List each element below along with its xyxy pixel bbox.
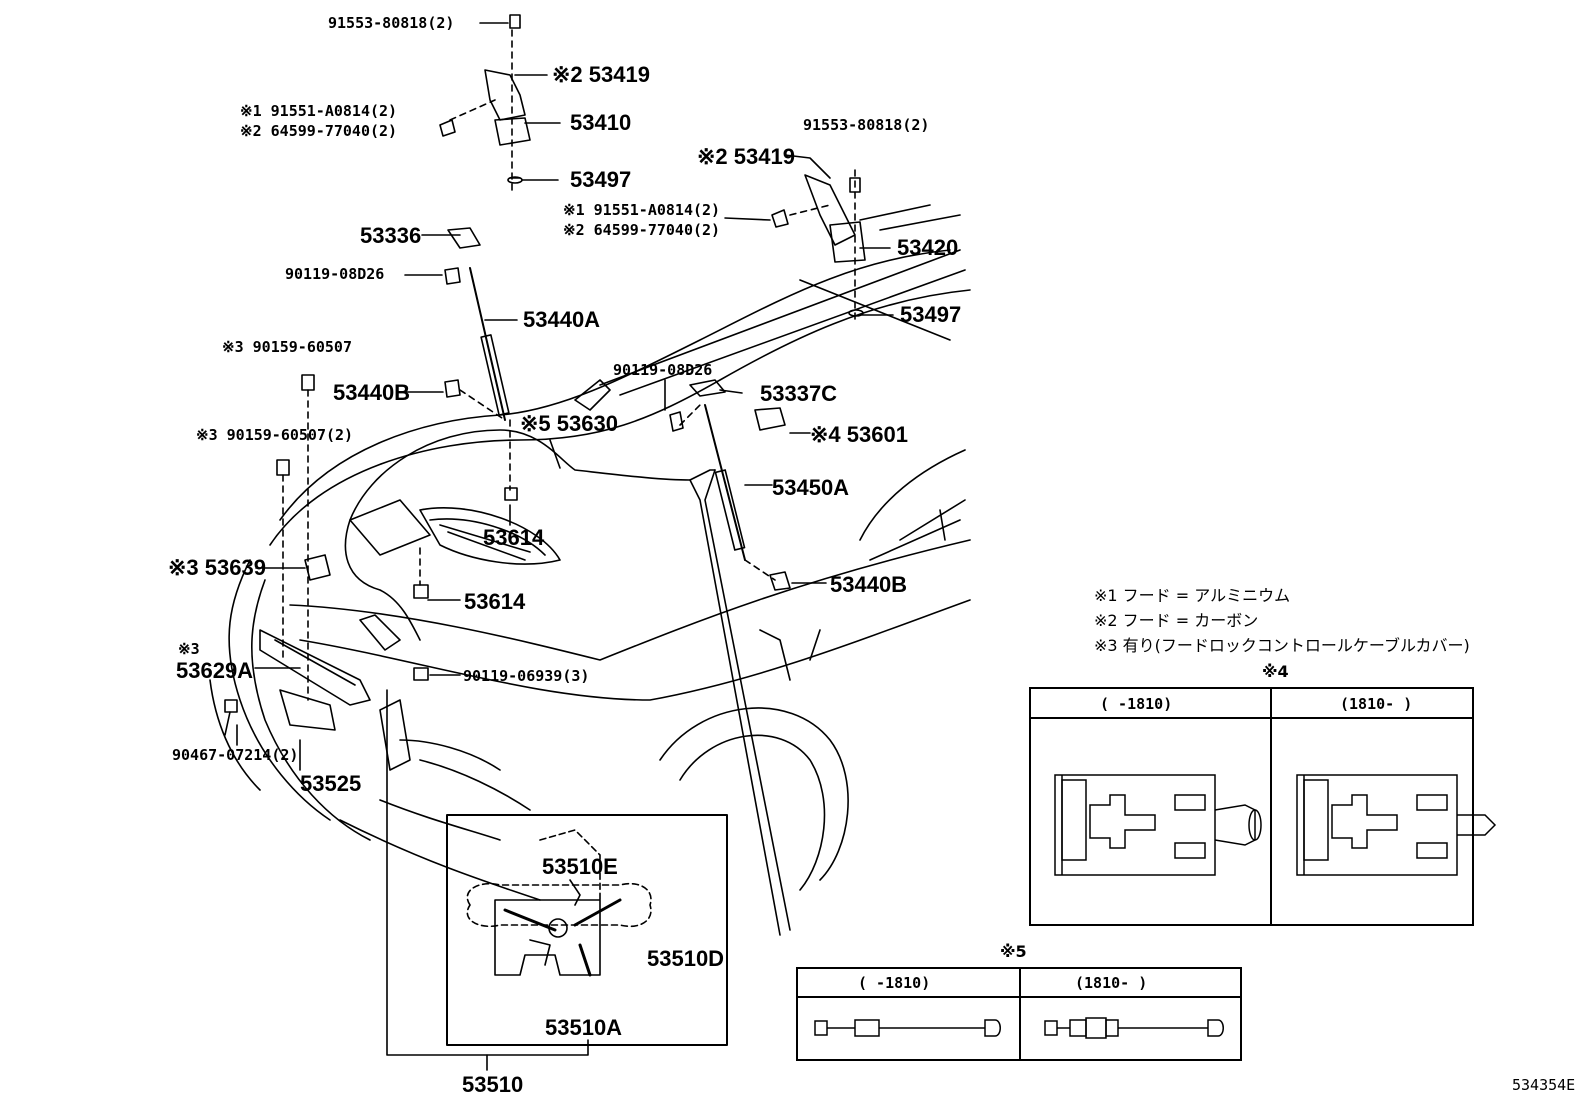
hood-lock-cable <box>344 429 691 641</box>
note-carbon: ※2 フード = カーボン <box>1094 611 1259 630</box>
callout-90467-07214: 90467-07214(2) <box>172 746 299 764</box>
latch-detail-box <box>446 814 728 1046</box>
callout-91553-80818: 91553-80818(2) <box>328 14 455 32</box>
bracket-53510 <box>386 689 589 1071</box>
callout-53420: 53420 <box>897 235 959 260</box>
callout-53629a: 53629A <box>176 658 254 683</box>
hood-hinge-left <box>439 14 531 191</box>
cable-new <box>1044 1017 1224 1039</box>
callout-53336: 53336 <box>360 223 422 248</box>
callout-53419-right: ※2 53419 <box>697 144 795 169</box>
callout-53601: ※4 53601 <box>810 422 908 447</box>
callout-53510e: 53510E <box>542 854 618 879</box>
callout-53510a: 53510A <box>545 1015 623 1040</box>
gas-strut-right <box>669 379 791 591</box>
callout-64599-77040-right: ※2 64599-77040(2) <box>563 221 721 239</box>
callout-91553-80818-right: 91553-80818(2) <box>803 116 930 134</box>
callout-53525: 53525 <box>300 771 362 796</box>
callout-53510: 53510 <box>462 1072 524 1097</box>
connector-new <box>1296 774 1497 876</box>
callout-53510d: 53510D <box>647 946 725 971</box>
callout-90119-08d26: 90119-08D26 <box>285 265 385 283</box>
callout-90159-60507: ※3 90159-60507 <box>222 338 352 356</box>
callout-53337c: 53337C <box>760 381 838 406</box>
table-4-col1: ( -1810) <box>1100 695 1173 713</box>
callout-53440b-right: 53440B <box>830 572 908 597</box>
hood-hinge-right <box>771 169 866 321</box>
callout-90119-08d26-right: 90119-08D26 <box>613 361 713 379</box>
callout-53419: ※2 53419 <box>552 62 650 87</box>
cable-old <box>814 1019 1001 1037</box>
table-4-col2: (1810- ) <box>1340 695 1413 713</box>
note-aluminum: ※1 フード = アルミニウム <box>1094 586 1291 605</box>
table-5 <box>796 967 1242 1061</box>
table-5-col2: (1810- ) <box>1075 974 1148 992</box>
callout-53614-lower: 53614 <box>464 589 526 614</box>
gas-strut-left <box>444 227 518 501</box>
hood-latch-detail <box>466 829 652 977</box>
callout-64599-77040: ※2 64599-77040(2) <box>240 122 398 140</box>
callout-90159-60507-2: ※3 90159-60507(2) <box>196 426 354 444</box>
callout-53630: ※5 53630 <box>520 411 618 436</box>
callout-53614-upper: 53614 <box>483 525 545 550</box>
callout-53410: 53410 <box>570 110 632 135</box>
car-body-outline <box>209 204 971 901</box>
table-5-col1: ( -1810) <box>858 974 931 992</box>
latch-arrow <box>689 469 791 936</box>
table-5-title: ※5 <box>1000 942 1027 961</box>
table-4-title: ※4 <box>1262 662 1289 681</box>
leader-lines <box>236 22 894 771</box>
callout-53440a: 53440A <box>523 307 601 332</box>
callout-53497: 53497 <box>570 167 632 192</box>
callout-91551-a0814-right: ※1 91551-A0814(2) <box>563 201 721 219</box>
note-cable-cover: ※3 有り(フードロックコントロールケーブルカバー) <box>1094 636 1470 655</box>
callout-53450a: 53450A <box>772 475 850 500</box>
callout-91551-a0814: ※1 91551-A0814(2) <box>240 102 398 120</box>
diagram-id: 534354E <box>1512 1076 1576 1094</box>
callout-90119-06939: 90119-06939(3) <box>463 667 590 685</box>
table-4 <box>1029 687 1474 926</box>
callout-53629a-note: ※3 <box>178 640 200 658</box>
callout-53639: ※3 53639 <box>168 555 266 580</box>
connector-old <box>1054 774 1262 876</box>
callout-53440b: 53440B <box>333 380 411 405</box>
callout-53497-right: 53497 <box>900 302 962 327</box>
